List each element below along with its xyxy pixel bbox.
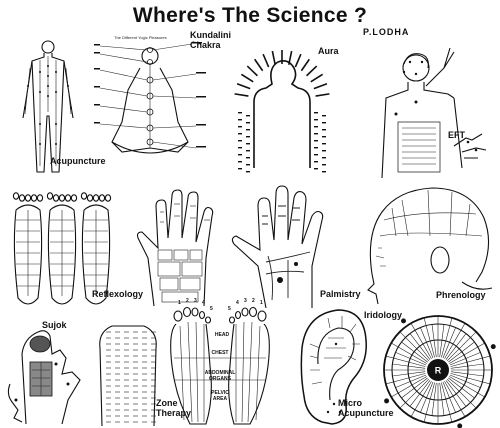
iridology-panel: R Iridology xyxy=(364,310,498,428)
author-credit: P.LODHA xyxy=(363,27,410,37)
acupuncture-panel: Acupuncture xyxy=(10,38,106,178)
kundalini-meditating-figure: The Different Yogic Pleasures xyxy=(94,35,206,154)
zone-therapy-feet: HEAD CHEST ABDOMINAL ORGANS PELVIC AREA … xyxy=(170,298,270,425)
sujok-hand xyxy=(7,330,81,425)
phrenology-head xyxy=(367,187,493,305)
zone-number-2-right: 2 xyxy=(252,298,255,304)
zone-label-chest: CHEST xyxy=(212,350,229,356)
zone-number-1-right: 1 xyxy=(260,300,263,306)
palmistry-label: Palmistry xyxy=(320,289,361,299)
iris-pupil xyxy=(427,359,449,381)
acupuncture-label: Acupuncture xyxy=(50,156,106,166)
aura-label: Aura xyxy=(318,46,339,56)
kundalini-panel: The Different Yogic Pleasures Kundalini … xyxy=(92,30,232,178)
phrenology-panel: Phrenology xyxy=(352,174,498,310)
kundalini-label: Kundalini Chakra xyxy=(190,30,231,50)
iridology-label: Iridology xyxy=(364,310,402,320)
zone-number-1-left: 1 xyxy=(178,300,181,306)
micro-acupuncture-panel: Micro Acupuncture xyxy=(288,304,394,428)
zone-label-area: AREA xyxy=(213,396,228,402)
hand-map-panel xyxy=(134,188,230,308)
aura-panel: Aura xyxy=(222,42,342,176)
eft-panel: EFT xyxy=(378,38,496,179)
aura-silhouette xyxy=(234,50,330,173)
zone-number-5-right: 5 xyxy=(228,306,231,312)
zone-therapy-panel: HEAD CHEST ABDOMINAL ORGANS PELVIC AREA … xyxy=(150,298,290,428)
hand-reflex-map xyxy=(136,189,214,307)
zone-label-pelvic: PELVIC xyxy=(211,390,229,396)
zone-label-abdominal: ABDOMINAL xyxy=(205,370,236,376)
zone-number-4-right: 4 xyxy=(236,300,239,306)
zone-number-3-left: 3 xyxy=(194,298,197,304)
zone-number-4-left: 4 xyxy=(202,300,205,306)
sujok-panel: Sujok xyxy=(2,314,90,426)
sujok-label: Sujok xyxy=(42,320,67,330)
eft-tapping-figure xyxy=(381,47,487,179)
ear-acupuncture-map xyxy=(300,309,367,425)
iridology-chart: R xyxy=(383,315,496,428)
palmistry-hand xyxy=(231,185,324,309)
zone-label-head: HEAD xyxy=(215,332,230,338)
reflexology-feet-map xyxy=(12,192,112,305)
chakra-heading: The Different Yogic Pleasures xyxy=(114,35,167,40)
phrenology-label: Phrenology xyxy=(436,290,486,300)
iris-center-letter: R xyxy=(435,366,442,376)
page-title: Where's The Science ? xyxy=(132,4,368,27)
back-points-map xyxy=(99,325,157,427)
zone-number-3-right: 3 xyxy=(244,298,247,304)
eft-label: EFT xyxy=(448,130,465,140)
zone-label-organs: ORGANS xyxy=(209,376,232,382)
zone-number-2-left: 2 xyxy=(186,298,189,304)
zone-number-5-left: 5 xyxy=(210,306,213,312)
reflexology-label: Reflexology xyxy=(92,289,144,299)
palmistry-panel: Palmistry xyxy=(226,180,361,310)
reflexology-panel: Reflexology xyxy=(2,184,144,312)
back-map-panel xyxy=(92,318,164,427)
zone-therapy-label: Zone Therapy xyxy=(156,398,192,418)
micro-acupuncture-label: Micro Acupuncture xyxy=(338,398,394,418)
acupuncture-body-figure xyxy=(22,40,74,173)
